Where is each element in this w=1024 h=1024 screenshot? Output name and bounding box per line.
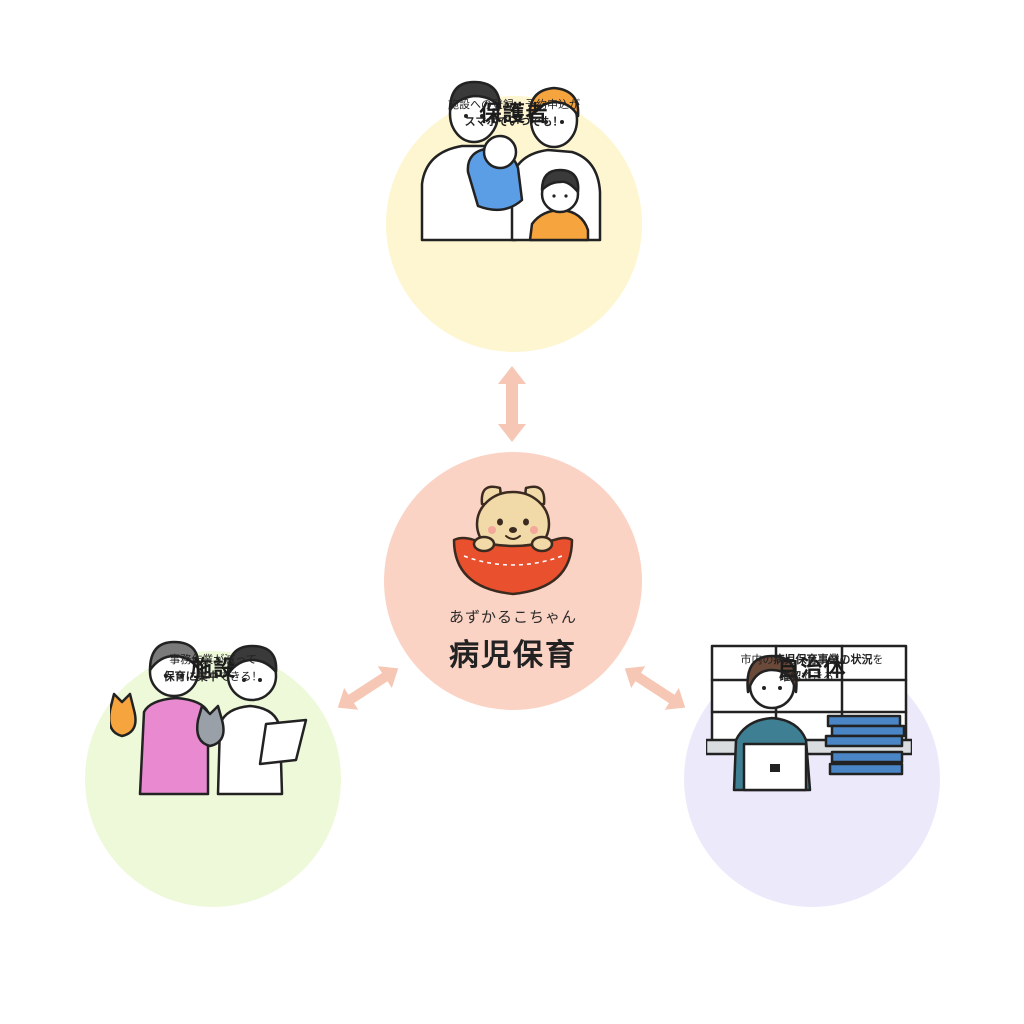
facility-desc-line2-rest: できる！ bbox=[218, 670, 263, 683]
guardian-desc-line2: スマホでいつでも！ bbox=[464, 115, 564, 128]
center-node: あずかるこちゃん 病児保育 bbox=[384, 452, 642, 710]
facility-desc-line2-bold: 保育に集中 bbox=[163, 670, 219, 683]
brand-subtitle: あずかるこちゃん bbox=[448, 608, 577, 626]
city-desc-line1-post: を bbox=[872, 653, 884, 666]
arrow-city-center bbox=[624, 666, 686, 710]
municipal-worker-illustration bbox=[706, 644, 912, 792]
mascot-logo bbox=[452, 485, 574, 596]
city-description: 市内の病児保育事業の状況を 確認できる！ bbox=[684, 651, 940, 685]
caregivers-illustration bbox=[110, 640, 308, 796]
city-title: 自治体 bbox=[777, 657, 847, 682]
city-desc-line2-rest: できる！ bbox=[801, 670, 845, 683]
guardian-description: 施設への登録、予約申込が スマホでいつでも！ bbox=[386, 96, 642, 130]
arrow-facility-center bbox=[337, 666, 399, 710]
facility-desc-line1: 事務作業が減って bbox=[169, 653, 257, 666]
facility-description: 事務作業が減って 保育に集中できる！ bbox=[85, 651, 341, 685]
guardian-title: 保護者 bbox=[479, 102, 549, 127]
facility-title: 施設 bbox=[189, 657, 236, 682]
facility-node bbox=[85, 651, 341, 907]
guardian-desc-line1: 施設への登録、予約申込が bbox=[448, 98, 580, 111]
family-illustration bbox=[420, 80, 602, 242]
city-desc-line1-bold: 病児保育事業の状況 bbox=[773, 653, 873, 666]
brand-title: 病児保育 bbox=[449, 638, 577, 673]
city-desc-line1-pre: 市内の bbox=[740, 653, 774, 666]
city-desc-line2-bold: 確認 bbox=[779, 670, 802, 683]
arrow-guardian-center bbox=[498, 366, 526, 442]
